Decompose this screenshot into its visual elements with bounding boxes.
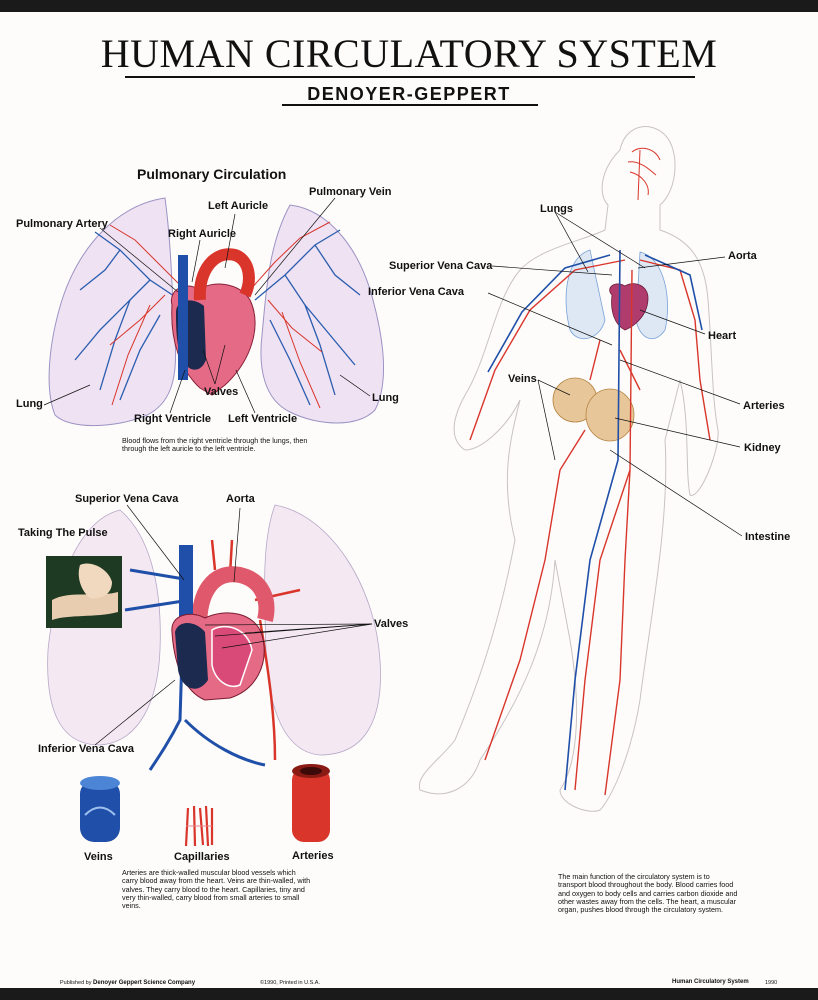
top-border (0, 0, 818, 12)
label-detail-inferior-vena-cava: Inferior Vena Cava (38, 743, 134, 755)
label-body-superior-vena-cava: Superior Vena Cava (389, 260, 493, 272)
label-pulmonary-artery: Pulmonary Artery (16, 218, 108, 230)
label-detail-superior-vena-cava: Superior Vena Cava (75, 493, 179, 505)
label-body-inferior-vena-cava: Inferior Vena Cava (368, 286, 464, 298)
pulmonary-heading: Pulmonary Circulation (137, 166, 287, 182)
footer-chart-title: Human Circulatory System (672, 979, 749, 985)
pulse-photo (46, 556, 122, 628)
label-pulmonary-vein: Pulmonary Vein (309, 186, 392, 198)
brand-rule (282, 104, 538, 106)
label-body-kidney: Kidney (744, 442, 781, 454)
left-lung-shape (48, 197, 177, 427)
label-left-auricle: Left Auricle (208, 200, 269, 212)
pulmonary-aorta-arch (193, 248, 255, 301)
footer-chart-number: 1990 (765, 980, 778, 986)
footer-published-prefix: Published by (60, 980, 92, 986)
body-brain (627, 147, 661, 201)
label-detail-aorta: Aorta (226, 493, 255, 505)
label-detail-valves: Valves (374, 618, 409, 630)
label-body-aorta: Aorta (728, 250, 757, 262)
poster-title: HUMAN CIRCULATORY SYSTEM (100, 31, 718, 76)
vessels-caption: Arteries are thick-walled muscular blood… (122, 868, 311, 911)
footer-published-by: Published by Denoyer Geppert Science Com… (60, 980, 195, 986)
label-capillaries: Capillaries (174, 851, 230, 863)
pulmonary-lungs-illustration (48, 197, 384, 427)
bottom-border (0, 988, 818, 1000)
label-veins: Veins (84, 851, 113, 863)
detail-right-chambers (175, 623, 208, 689)
label-right-ventricle: Right Ventricle (134, 413, 212, 425)
label-body-heart: Heart (708, 330, 737, 342)
detail-right-lung (264, 504, 381, 756)
footer-copyright: ©1990, Printed in U.S.A. (260, 980, 321, 986)
pulmonary-artery-branches (109, 221, 331, 409)
body-figure (418, 126, 719, 812)
label-lung-left: Lung (16, 398, 43, 410)
label-body-arteries: Arteries (743, 400, 785, 412)
body-veins (487, 249, 703, 791)
detail-left-chambers (211, 625, 253, 687)
body-kidney-organs (552, 377, 635, 442)
pulmonary-caption: Blood flows from the right ventricle thr… (122, 436, 308, 454)
capillary-bundle (184, 805, 214, 847)
label-pulmonary-valves: Valves (204, 386, 239, 398)
label-left-ventricle: Left Ventricle (228, 413, 298, 425)
footer-chart-name: Human Circulatory System (672, 979, 749, 985)
heart-detail-illustration (47, 504, 381, 771)
heart-detail-leader-lines (94, 504, 373, 746)
body-leader-lines (487, 211, 743, 537)
pulmonary-leader-lines (43, 197, 371, 414)
detail-aorta-arch (191, 566, 275, 641)
pulmonary-vein-branches (74, 229, 361, 406)
label-body-lungs: Lungs (540, 203, 573, 215)
body-outline (418, 126, 719, 812)
label-right-auricle: Right Auricle (168, 228, 237, 240)
label-body-veins: Veins (508, 373, 537, 385)
label-body-intestine: Intestine (745, 531, 791, 543)
publisher-brand: DENOYER-GEPPERT (307, 84, 511, 104)
label-taking-the-pulse: Taking The Pulse (18, 527, 108, 539)
body-caption: The main function of the circulatory sys… (558, 872, 738, 915)
right-lung-shape (260, 204, 384, 424)
artery-cross-section (292, 764, 330, 842)
title-rule (125, 76, 695, 78)
label-lung-right: Lung (372, 392, 399, 404)
body-arteries (469, 259, 711, 796)
label-arteries: Arteries (292, 850, 334, 862)
footer-publisher: Denoyer Geppert Science Company (93, 980, 196, 986)
vein-cross-section (80, 776, 120, 842)
